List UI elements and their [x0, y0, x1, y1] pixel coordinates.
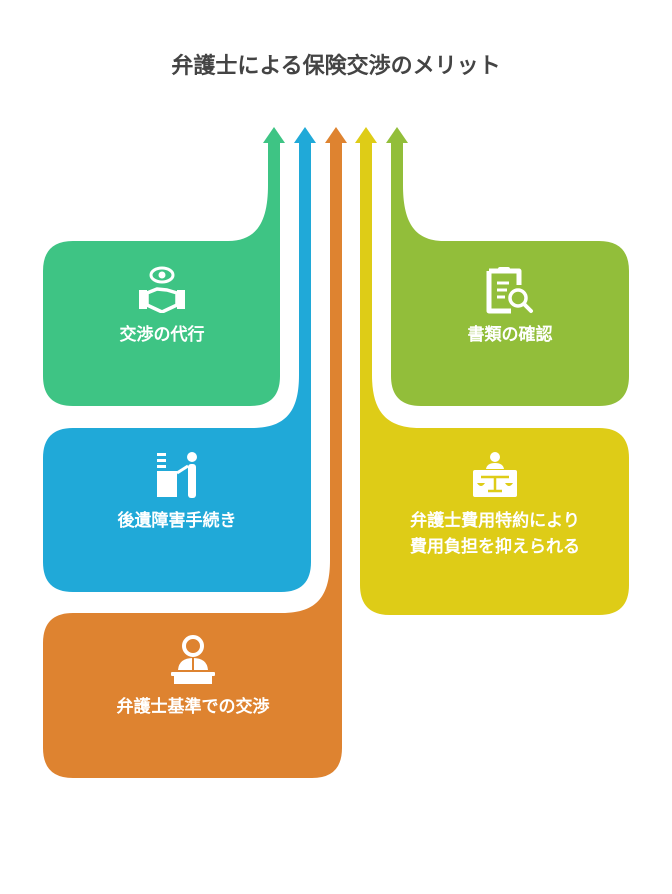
orange-arrowhead	[325, 127, 347, 143]
card-label: 交渉の代行	[119, 325, 205, 345]
card-disability-procedure	[43, 127, 316, 592]
orange-flow-shape	[43, 140, 342, 778]
card-fee-rider	[355, 127, 629, 615]
judge-scales-icon	[473, 452, 517, 497]
card-label-line2: 費用負担を抑えられる	[410, 537, 580, 557]
yellow-arrowhead	[355, 127, 377, 143]
card-label: 後遺障害手続き	[117, 511, 237, 531]
diagram-title: 弁護士による保険交渉のメリット	[171, 54, 501, 79]
card-label: 弁護士基準での交渉	[116, 697, 270, 717]
blue-arrowhead	[294, 127, 316, 143]
handshake-eye-icon	[139, 266, 185, 313]
blue-flow-shape	[43, 140, 311, 592]
document-search-icon	[486, 267, 533, 314]
card-label-line1: 弁護士費用特約により	[410, 511, 580, 531]
card-lawyer-standard	[43, 127, 347, 778]
card-label: 弁護士費用特約により 費用負担を抑えられる	[410, 508, 580, 560]
lawyer-desk-icon	[171, 635, 215, 684]
yellow-flow-shape	[360, 140, 629, 615]
green-arrowhead	[263, 127, 285, 143]
lime-arrowhead	[386, 127, 408, 143]
presenter-podium-icon	[157, 452, 197, 498]
card-label: 書類の確認	[467, 325, 553, 345]
